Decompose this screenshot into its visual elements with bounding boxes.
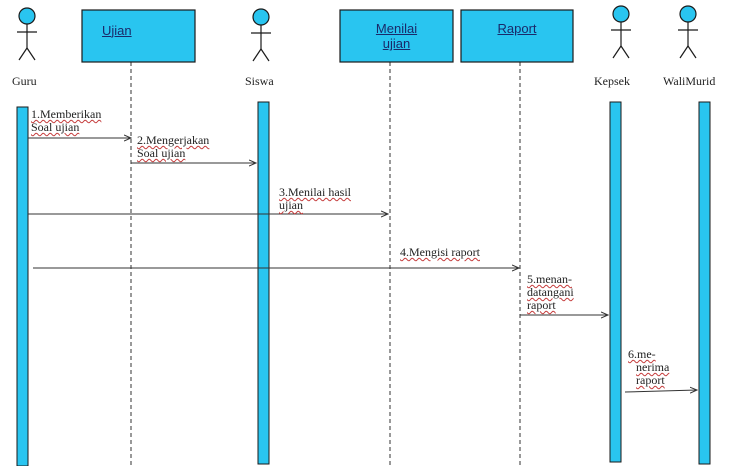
object-label-raport: Raport xyxy=(461,10,573,46)
actor-label-siswa: Siswa xyxy=(245,74,274,88)
object-title-menilai-line2: ujian xyxy=(382,36,411,51)
object-title-ujian: Ujian xyxy=(102,22,132,38)
message-label-2: 2.Mengerjakan Soal ujian xyxy=(137,134,209,160)
actor-walimurid-icon xyxy=(678,5,698,59)
object-title-raport: Raport xyxy=(497,20,537,36)
actor-siswa-icon xyxy=(251,8,271,62)
message-2-line2: Soal ujian xyxy=(137,146,186,160)
message-arrow-6 xyxy=(624,390,697,392)
message-1-line2: Soal ujian xyxy=(31,120,80,134)
activation-bar-siswa xyxy=(257,101,270,465)
object-box-raport xyxy=(460,9,574,63)
message-5-line2: datangani xyxy=(527,285,574,299)
actor-guru-icon xyxy=(17,7,37,61)
actor-kepsek-icon xyxy=(611,5,631,59)
object-box-menilai-ujian xyxy=(339,9,454,63)
object-box-ujian xyxy=(81,9,196,63)
object-title-menilai-line1: Menilai xyxy=(375,21,418,36)
object-label-menilai-ujian: Menilai ujian xyxy=(340,10,453,62)
message-label-4: 4.Mengisi raport xyxy=(400,246,480,259)
activation-bar-walimurid xyxy=(698,101,711,465)
actor-label-guru: Guru xyxy=(12,74,37,88)
message-6-line1: 6.me- xyxy=(628,347,656,361)
message-5-line3: raport xyxy=(527,298,556,312)
message-6-line2: nerima xyxy=(636,360,670,374)
message-6-line3: raport xyxy=(636,373,665,387)
message-label-5: 5.menan- datangani raport xyxy=(527,273,574,312)
message-5-line1: 5.menan- xyxy=(527,272,572,286)
actor-label-kepsek: Kepsek xyxy=(594,74,630,88)
message-2-line1: 2.Mengerjakan xyxy=(137,133,210,147)
message-4-line1: 4.Mengisi raport xyxy=(400,245,480,259)
message-3-line1: 3.Menilai hasil xyxy=(279,185,351,199)
object-label-ujian: Ujian xyxy=(82,10,195,50)
message-label-6: 6.me- nerima raport xyxy=(628,348,669,387)
activation-bar-guru xyxy=(16,106,29,466)
message-1-line1: 1.Memberikan xyxy=(31,107,102,121)
message-label-1: 1.Memberikan Soal ujian xyxy=(31,108,101,134)
activation-bar-kepsek xyxy=(609,101,622,463)
actor-label-walimurid: WaliMurid xyxy=(663,74,716,88)
message-label-3: 3.Menilai hasil ujian xyxy=(279,186,351,212)
message-3-line2: ujian xyxy=(279,198,303,212)
